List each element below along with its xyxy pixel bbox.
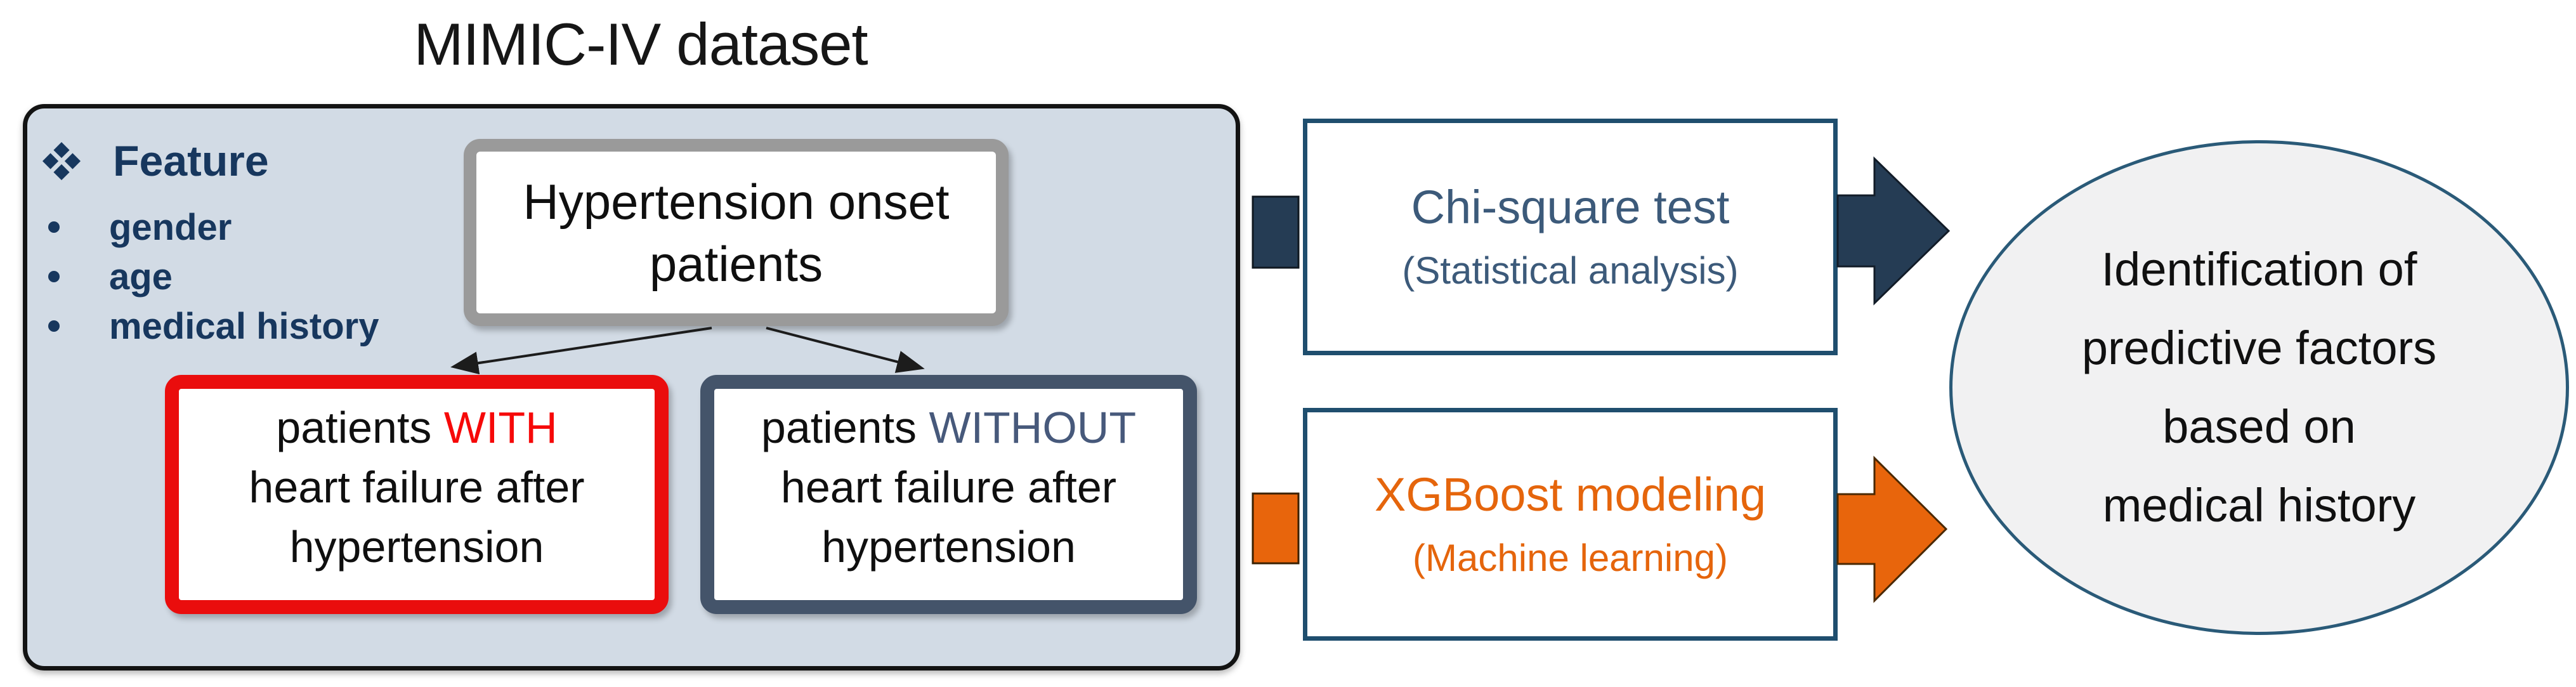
- branch-line1: patients WITH: [276, 398, 557, 457]
- feature-header-label: Feature: [113, 137, 269, 185]
- method-title: XGBoost modeling: [1374, 468, 1766, 521]
- hypertension-onset-box: Hypertension onset patients: [464, 139, 1009, 326]
- outcome-line: predictive factors: [2081, 322, 2437, 374]
- bullet-dot-icon: [48, 271, 60, 282]
- branch-line2: heart failure after: [780, 462, 1117, 512]
- outcome-line: based on: [2162, 400, 2356, 453]
- outcome-line: Identification of: [2101, 243, 2417, 296]
- branch-line3: hypertension: [289, 521, 544, 572]
- feature-item-label: age: [109, 256, 173, 298]
- bullet-dot-icon: [48, 320, 60, 332]
- patients-prefix: patients: [276, 402, 444, 452]
- feature-item-age: age: [42, 252, 379, 301]
- feature-item-label: medical history: [109, 305, 379, 347]
- root-box-line1: Hypertension onset: [523, 173, 950, 230]
- figure-title: MIMIC-IV dataset: [414, 11, 868, 77]
- root-box-line2: patients: [649, 235, 823, 292]
- method-title: Chi-square test: [1411, 180, 1730, 233]
- four-diamond-bullet-icon: [42, 141, 81, 181]
- feature-legend: Feature gender age medical history: [42, 136, 379, 351]
- method-subtitle: (Statistical analysis): [1402, 249, 1739, 292]
- without-keyword: WITHOUT: [929, 402, 1137, 452]
- feature-header-row: Feature: [42, 136, 379, 186]
- with-keyword: WITH: [443, 402, 558, 452]
- feature-item-list: gender age medical history: [42, 202, 379, 351]
- patients-without-box: patients WITHOUT heart failure after hyp…: [700, 375, 1197, 614]
- feature-item-label: gender: [109, 206, 232, 248]
- branch-line1: patients WITHOUT: [761, 398, 1136, 457]
- xgb-block-arrow: [1836, 455, 1948, 603]
- branch-line3: hypertension: [821, 521, 1076, 572]
- feature-item-gender: gender: [42, 202, 379, 252]
- xgboost-box: XGBoost modeling (Machine learning): [1303, 408, 1838, 641]
- chi-square-box: Chi-square test (Statistical analysis): [1303, 119, 1838, 355]
- feature-item-medical-history: medical history: [42, 301, 379, 351]
- chi-block-arrow: [1836, 156, 1951, 306]
- branch-line2: heart failure after: [249, 462, 585, 512]
- bullet-dot-icon: [48, 221, 60, 233]
- dataset-panel: Feature gender age medical history Hyper…: [23, 104, 1240, 671]
- patients-prefix: patients: [761, 402, 929, 452]
- patients-with-box: patients WITH heart failure after hypert…: [165, 375, 669, 614]
- chi-connector-stub: [1252, 195, 1300, 269]
- outcome-line: medical history: [2102, 479, 2416, 532]
- outcome-ellipse: Identification of predictive factors bas…: [1949, 140, 2569, 635]
- xgb-connector-stub: [1252, 492, 1300, 565]
- method-subtitle: (Machine learning): [1413, 536, 1728, 579]
